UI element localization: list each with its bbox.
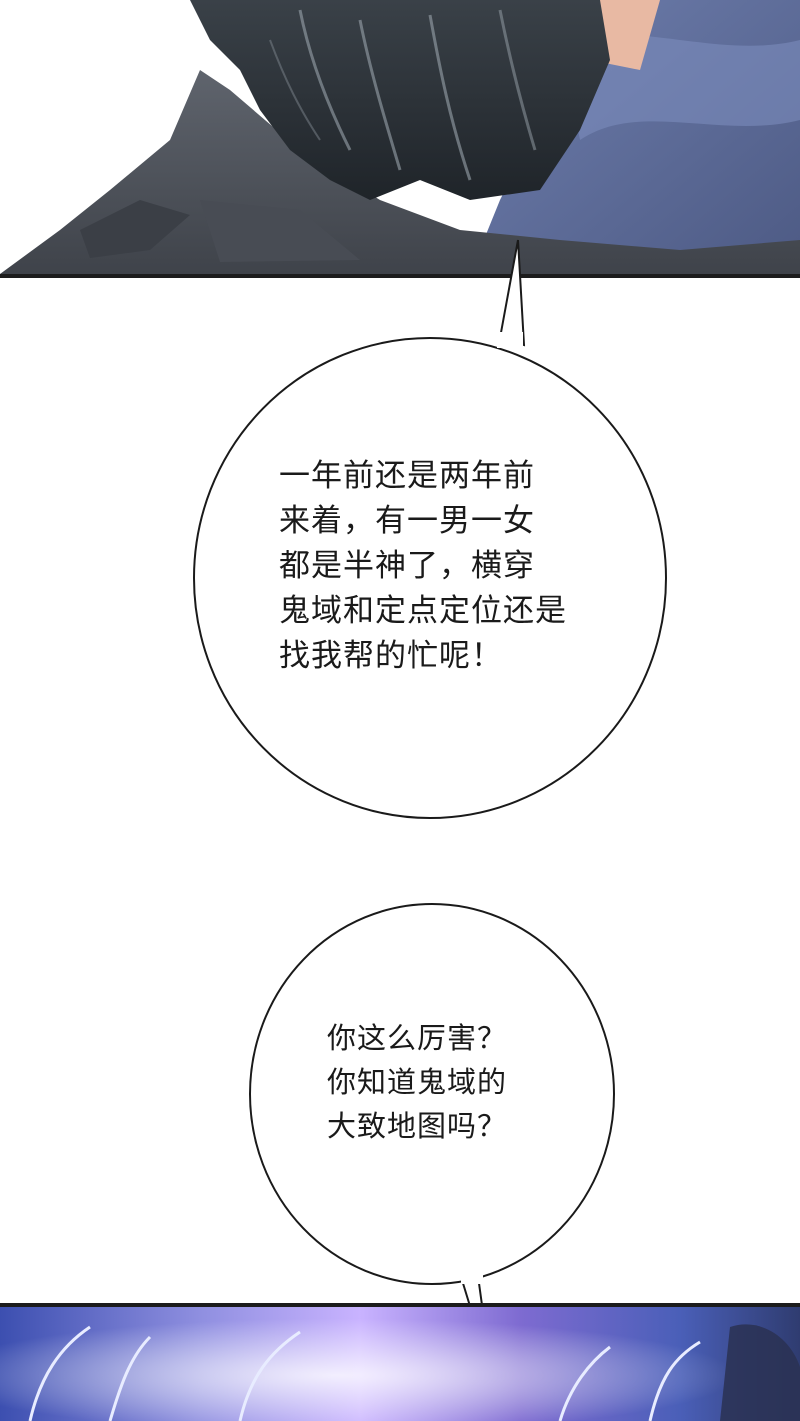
- dialogue-line: 都是半神了，横穿: [279, 548, 535, 584]
- grey-scarf: [0, 70, 800, 274]
- dialogue-line: 来着，有一男一女: [279, 503, 535, 539]
- dialogue-line: 找我帮的忙呢！: [279, 638, 503, 674]
- comic-panel-bottom: [0, 1303, 800, 1421]
- dialogue-line: 你这么厉害？: [327, 1021, 508, 1055]
- dialogue-line: 鬼域和定点定位还是: [279, 593, 567, 629]
- speech-bubble-1-text: 一年前还是两年前来着，有一男一女都是半神了，横穿鬼域和定点定位还是找我帮的忙呢！: [279, 454, 567, 679]
- dark-figure-silhouette: [720, 1324, 800, 1421]
- dialogue-line: 一年前还是两年前: [279, 458, 535, 494]
- speech-bubble-2-text: 你这么厉害？ 你知道鬼域的大致地图吗？: [327, 1016, 507, 1148]
- character-illustration: [0, 0, 800, 274]
- dialogue-line: 大致地图吗？: [327, 1109, 508, 1143]
- magic-scene-illustration: [0, 1307, 800, 1421]
- dialogue-line: 你知道鬼域的: [327, 1065, 508, 1099]
- comic-panel-top: [0, 0, 800, 278]
- dark-hair: [190, 0, 610, 200]
